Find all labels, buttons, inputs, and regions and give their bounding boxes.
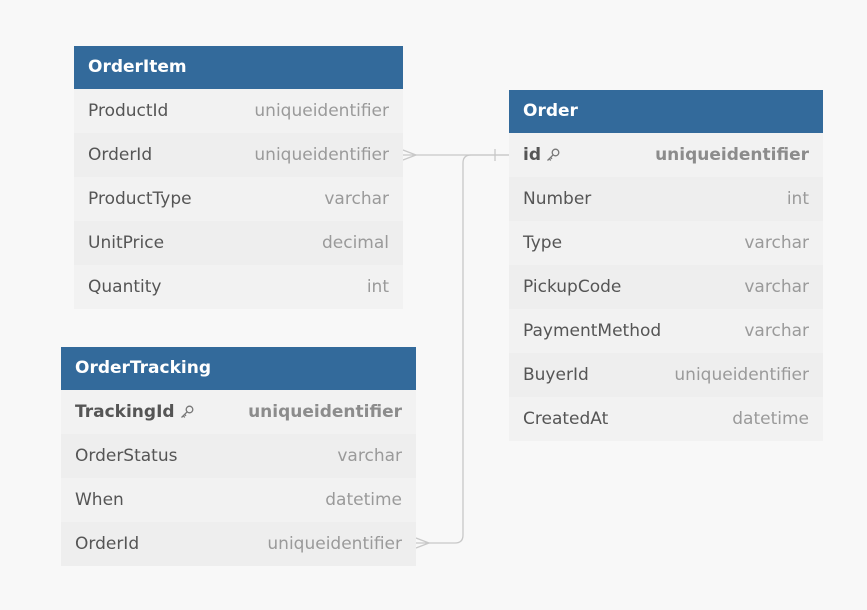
column-name-text: UnitPrice bbox=[88, 233, 165, 253]
column-type: datetime bbox=[732, 409, 809, 429]
relationship-ordertracking-order[interactable] bbox=[415, 154, 509, 549]
column-name: OrderStatus bbox=[75, 446, 177, 466]
column-name-text: ProductType bbox=[88, 189, 192, 209]
column-name-text: PaymentMethod bbox=[523, 321, 662, 341]
column-type: varchar bbox=[744, 277, 809, 297]
column-row-number[interactable]: Number int bbox=[509, 177, 823, 221]
column-row-paymentmethod[interactable]: PaymentMethod varchar bbox=[509, 309, 823, 353]
crows-foot-many-icon bbox=[402, 149, 418, 161]
crows-foot-many-icon bbox=[415, 537, 431, 549]
column-row-quantity[interactable]: Quantity int bbox=[74, 265, 403, 309]
column-row-orderid[interactable]: OrderId uniqueidentifier bbox=[74, 133, 403, 177]
column-name-text: OrderId bbox=[75, 534, 140, 554]
column-type: uniqueidentifier bbox=[674, 365, 809, 385]
table-header[interactable]: OrderTracking bbox=[61, 347, 416, 390]
column-name-text: CreatedAt bbox=[523, 409, 609, 429]
primary-key-icon bbox=[545, 147, 561, 163]
column-name: Type bbox=[523, 233, 562, 253]
column-row-producttype[interactable]: ProductType varchar bbox=[74, 177, 403, 221]
column-type: int bbox=[786, 189, 809, 209]
column-name-text: When bbox=[75, 490, 124, 510]
column-name: When bbox=[75, 490, 124, 510]
column-name-text: ProductId bbox=[88, 101, 169, 121]
column-name: Quantity bbox=[88, 277, 161, 297]
column-type: varchar bbox=[744, 233, 809, 253]
column-row-trackingid[interactable]: TrackingId uniqueidentifier bbox=[61, 390, 416, 434]
column-type: uniqueidentifier bbox=[254, 101, 389, 121]
table-header[interactable]: Order bbox=[509, 90, 823, 133]
primary-key-icon bbox=[179, 404, 195, 420]
table-ordertracking[interactable]: OrderTracking TrackingId uniqueidentifier… bbox=[61, 347, 416, 566]
column-name: Number bbox=[523, 189, 591, 209]
column-name: ProductType bbox=[88, 189, 192, 209]
column-name: CreatedAt bbox=[523, 409, 608, 429]
column-name-text: OrderStatus bbox=[75, 446, 178, 466]
column-name: UnitPrice bbox=[88, 233, 164, 253]
relationship-orderitem-order[interactable] bbox=[402, 149, 509, 161]
column-name: OrderId bbox=[75, 534, 139, 554]
column-type: varchar bbox=[337, 446, 402, 466]
column-row-productid[interactable]: ProductId uniqueidentifier bbox=[74, 89, 403, 133]
column-name-text: Quantity bbox=[88, 277, 162, 297]
column-name: PaymentMethod bbox=[523, 321, 661, 341]
column-type: varchar bbox=[744, 321, 809, 341]
column-type: uniqueidentifier bbox=[254, 145, 389, 165]
column-type: uniqueidentifier bbox=[655, 145, 809, 165]
column-type: decimal bbox=[321, 233, 389, 253]
column-row-orderid[interactable]: OrderId uniqueidentifier bbox=[61, 522, 416, 566]
column-type: uniqueidentifier bbox=[248, 402, 402, 422]
column-row-createdat[interactable]: CreatedAt datetime bbox=[509, 397, 823, 441]
table-header[interactable]: OrderItem bbox=[74, 46, 403, 89]
column-row-unitprice[interactable]: UnitPrice decimal bbox=[74, 221, 403, 265]
column-name-text: id bbox=[523, 145, 541, 165]
column-name: BuyerId bbox=[523, 365, 589, 385]
column-row-orderstatus[interactable]: OrderStatus varchar bbox=[61, 434, 416, 478]
column-name-text: OrderId bbox=[88, 145, 153, 165]
column-name: PickupCode bbox=[523, 277, 621, 297]
column-type: int bbox=[366, 277, 389, 297]
column-name-text: Type bbox=[523, 233, 563, 253]
column-name-text: BuyerId bbox=[523, 365, 589, 385]
column-row-when[interactable]: When datetime bbox=[61, 478, 416, 522]
column-name-text: PickupCode bbox=[523, 277, 622, 297]
column-name-text: Number bbox=[523, 189, 592, 209]
column-row-id[interactable]: id uniqueidentifier bbox=[509, 133, 823, 177]
column-name: OrderId bbox=[88, 145, 152, 165]
column-name: ProductId bbox=[88, 101, 168, 121]
column-row-type[interactable]: Type varchar bbox=[509, 221, 823, 265]
column-name: id bbox=[523, 145, 561, 165]
column-name-text: TrackingId bbox=[75, 402, 175, 422]
column-name: TrackingId bbox=[75, 402, 195, 422]
column-type: datetime bbox=[325, 490, 402, 510]
column-row-pickupcode[interactable]: PickupCode varchar bbox=[509, 265, 823, 309]
column-type: varchar bbox=[324, 189, 389, 209]
column-row-buyerid[interactable]: BuyerId uniqueidentifier bbox=[509, 353, 823, 397]
column-type: uniqueidentifier bbox=[267, 534, 402, 554]
